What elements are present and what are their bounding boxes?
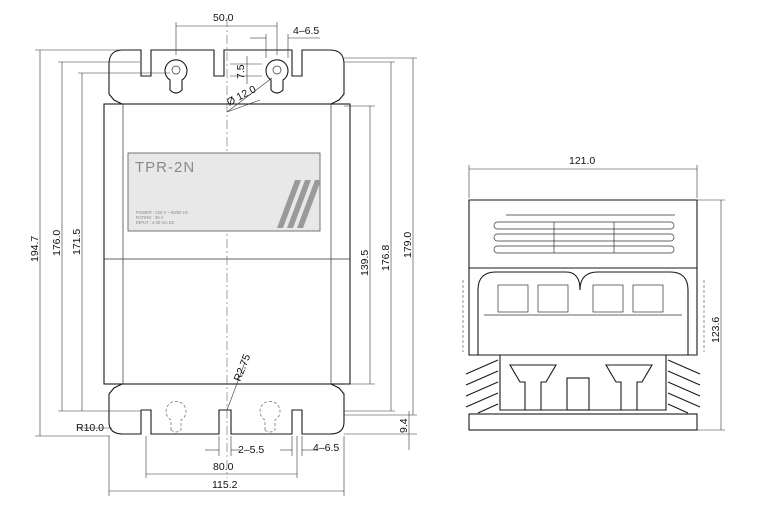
brand-stripes bbox=[277, 180, 321, 228]
dim-corner-radius: R10.0 bbox=[76, 422, 104, 434]
keyhole-top-right bbox=[265, 59, 289, 94]
vent-slots bbox=[493, 221, 675, 254]
keyhole-top-left bbox=[164, 59, 188, 94]
heatsink-profile-left bbox=[509, 364, 557, 411]
model-label: TPR-2N bbox=[135, 159, 195, 176]
dim-bottom-pitch: 80.0 bbox=[213, 461, 234, 473]
dim-radius-small: R2.75 bbox=[232, 353, 254, 384]
bottom-dimensions: R2.75 R10.0 2–5.5 4–6.5 80.0 115.2 bbox=[76, 353, 345, 496]
dim-height-139: 139.5 bbox=[359, 250, 371, 276]
dim-side-height: 123.6 bbox=[710, 317, 722, 343]
right-dimensions: 139.5 176.8 179.0 9.4 bbox=[344, 57, 417, 450]
left-dimensions: 194.7 176.0 171.5 bbox=[29, 49, 170, 437]
dim-height-179: 179.0 bbox=[402, 232, 414, 258]
dim-overall-height: 194.7 bbox=[29, 236, 41, 262]
heatsink-fins-left bbox=[465, 359, 499, 414]
keyhole-bottom-right bbox=[259, 400, 281, 433]
heatsink-body bbox=[484, 354, 682, 411]
dim-bottom-slot-side: 4–6.5 bbox=[313, 442, 339, 454]
heatsink-profile-right bbox=[605, 364, 653, 411]
terminal-block-3 bbox=[592, 284, 624, 313]
dim-top-slot: 4–6.5 bbox=[293, 25, 319, 37]
dim-keyhole-diameter: Ø 12.0 bbox=[225, 83, 259, 108]
top-dimensions: 50.0 4–6.5 7.5 Ø 12.0 bbox=[175, 12, 320, 113]
side-dimensions: 121.0 123.6 bbox=[468, 155, 725, 431]
upper-mounting-flange bbox=[108, 49, 345, 105]
dim-height-176: 176.0 bbox=[51, 230, 63, 256]
spec-line-1: POWER : 220 V ~ 50/60 Hz bbox=[136, 210, 188, 215]
dim-bottom-offset: 9.4 bbox=[398, 418, 410, 433]
dim-top-hole-pitch: 50.0 bbox=[213, 12, 234, 24]
keyhole-bottom-left bbox=[165, 400, 187, 433]
terminal-block-2 bbox=[537, 284, 569, 313]
front-label-panel bbox=[127, 152, 321, 232]
lower-mounting-flange bbox=[108, 383, 345, 435]
dim-height-171: 171.5 bbox=[71, 229, 83, 255]
front-view: TPR-2N POWER : 220 V ~ 50/60 Hz RATING :… bbox=[29, 12, 417, 496]
dim-side-width: 121.0 bbox=[569, 155, 595, 167]
dim-bottom-slot-center: 2–5.5 bbox=[238, 444, 264, 456]
spec-line-3: INPUT : 4-20 mA DC bbox=[136, 220, 175, 225]
side-middle-section bbox=[468, 268, 698, 356]
terminal-block-1 bbox=[497, 284, 529, 313]
side-base-plate bbox=[468, 413, 698, 431]
terminal-block-4 bbox=[632, 284, 664, 313]
dim-height-176-8: 176.8 bbox=[380, 245, 392, 271]
spec-line-2: RATING : 35 A bbox=[136, 215, 164, 220]
side-view: 121.0 123.6 bbox=[462, 155, 725, 431]
dim-overall-width: 115.2 bbox=[212, 479, 238, 491]
heatsink-center-slot bbox=[566, 377, 590, 411]
heatsink-fins-right bbox=[667, 359, 701, 414]
dim-slot-offset: 7.5 bbox=[235, 64, 247, 79]
